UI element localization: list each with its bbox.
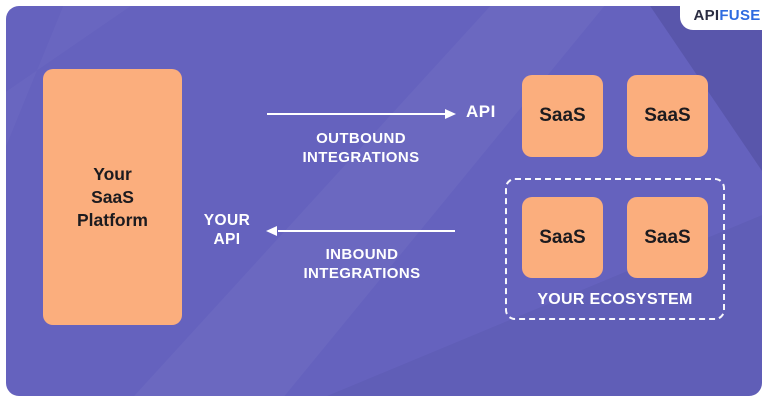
your-saas-platform-box: Your SaaS Platform — [43, 69, 182, 325]
your-api-line2: API — [213, 231, 241, 248]
inbound-arrowhead-icon — [266, 225, 277, 236]
platform-label-line: Your — [93, 163, 132, 184]
outbound-label-line2: INTEGRATIONS — [302, 149, 420, 166]
saas-box: SaaS — [522, 75, 603, 157]
logo-text-fuse: FUSE — [719, 6, 761, 24]
saas-box-label: SaaS — [539, 226, 586, 248]
api-label: API — [466, 102, 496, 121]
logo-text-api: API — [693, 6, 720, 24]
saas-box-label: SaaS — [539, 105, 586, 126]
your-ecosystem-group: SaaS SaaS YOUR ECOSYSTEM — [505, 178, 725, 320]
your-api-label: YOUR API — [187, 211, 267, 249]
your-saas-platform-label: Your SaaS Platform — [77, 163, 148, 232]
saas-box-label: SaaS — [644, 226, 691, 248]
outbound-arrowhead-icon — [445, 108, 456, 119]
saas-box-label: SaaS — [644, 105, 691, 126]
saas-box: SaaS — [522, 197, 603, 278]
your-ecosystem-label: YOUR ECOSYSTEM — [537, 291, 693, 308]
inbound-label-line1: INBOUND — [325, 246, 399, 263]
saas-box: SaaS — [627, 197, 708, 278]
platform-label-line: SaaS — [91, 186, 134, 207]
inbound-label-line2: INTEGRATIONS — [303, 265, 421, 282]
outbound-label-line1: OUTBOUND — [316, 130, 406, 147]
platform-label-line: Platform — [77, 209, 148, 230]
outbound-integrations-label: OUTBOUND INTEGRATIONS — [271, 129, 451, 167]
inbound-integrations-label: INBOUND INTEGRATIONS — [272, 245, 452, 283]
inbound-arrow — [278, 230, 455, 232]
outbound-arrow — [267, 113, 447, 115]
your-api-line1: YOUR — [203, 212, 251, 229]
saas-box: SaaS — [627, 75, 708, 157]
